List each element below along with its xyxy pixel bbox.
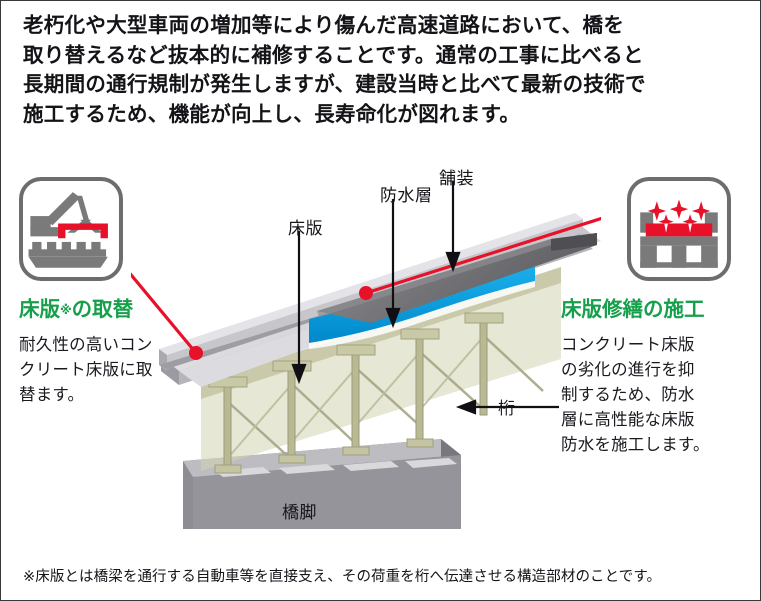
panel-left-body-line-1: 耐久性の高いコン [19, 334, 153, 354]
header-line-1: 老朽化や大型車両の増加等により傷んだ高速道路において、橋を [23, 13, 625, 37]
asphalt-pavement-surface [317, 233, 597, 323]
panel-right-body-line-5: 防水を施工します。 [561, 434, 710, 454]
panel-deck-replacement: 床版※の取替 耐久性の高いコン クリート床版に取 替ます。 [19, 177, 209, 407]
leader-line-left [131, 272, 203, 360]
panel-left-body-line-2: クリート床版に取 [19, 359, 153, 379]
panel-left-heading: 床版※の取替 [19, 297, 209, 322]
panel-right-body-line-2: の劣化の進行を抑 [561, 359, 695, 379]
header-line-4: 施工するため、機能が向上し、長寿命化が図れます。 [23, 101, 521, 126]
panel-right-heading: 床版修繕の施工 [561, 297, 705, 321]
footnote-text: ※床版とは橋梁を通行する自動車等を直接支え、その荷重を桁へ伝達させる構造部材のこ… [23, 569, 662, 585]
diagram-label-waterproof: 防水層 [380, 186, 433, 206]
diagram-label-deck: 床版 [288, 219, 323, 239]
panel-right-body: コンクリート床版 の劣化の進行を抑 制するため、防水 層に高性能な床版 防水を施… [561, 332, 751, 457]
diagram-label-girder: 桁 [498, 399, 516, 419]
panel-left-body-line-3: 替ます。 [19, 384, 85, 404]
panel-left-heading-main: 床版 [19, 297, 60, 321]
panel-right-body-line-1: コンクリート床版 [561, 334, 695, 354]
panel-deck-repair: 床版修繕の施工 コンクリート床版 の劣化の進行を抑 制するため、防水 層に高性能… [561, 177, 751, 457]
panel-left-body: 耐久性の高いコン クリート床版に取 替ます。 [19, 332, 209, 407]
crane-deck-replacement-icon [19, 177, 123, 281]
callout-arrows [291, 181, 559, 415]
panel-left-heading-tail: の取替 [71, 297, 134, 321]
bridge-cutaway-illustration [131, 181, 601, 529]
deck-waterproofing-icon [627, 177, 731, 281]
bearing-pads [215, 458, 457, 477]
panel-right-body-line-3: 制するため、防水 [561, 384, 695, 404]
header-line-3: 長期間の通行規制が発生しますが、建設当時と比べて最新の技術で [23, 72, 646, 96]
header-description: 老朽化や大型車両の増加等により傷んだ高速道路において、橋を 取り替えるなど抜本的… [23, 11, 741, 129]
panel-left-heading-ref: ※ [60, 303, 72, 317]
diagram-label-pavement: 舗装 [439, 169, 474, 189]
header-line-2: 取り替えるなど抜本的に補修することです。通常の工事に比べると [23, 42, 644, 67]
diagram-label-pier: 橋脚 [282, 503, 317, 523]
panel-right-body-line-4: 層に高性能な床版 [561, 409, 695, 429]
